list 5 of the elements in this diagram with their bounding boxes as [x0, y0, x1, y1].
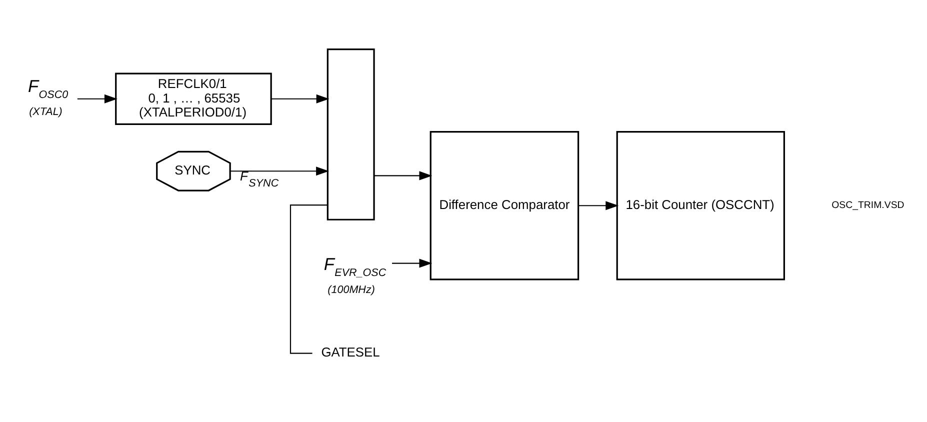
label: OSC_TRIM.VSD	[832, 200, 904, 211]
node-text: F$_{EVR_OSC}$ (100MHz)	[324, 254, 386, 296]
edge-label: F$_{SYNC}$	[240, 168, 279, 190]
node-text: F$_{OSC0}$ (XTAL)	[28, 76, 68, 118]
node-text: GATESEL	[321, 344, 380, 360]
